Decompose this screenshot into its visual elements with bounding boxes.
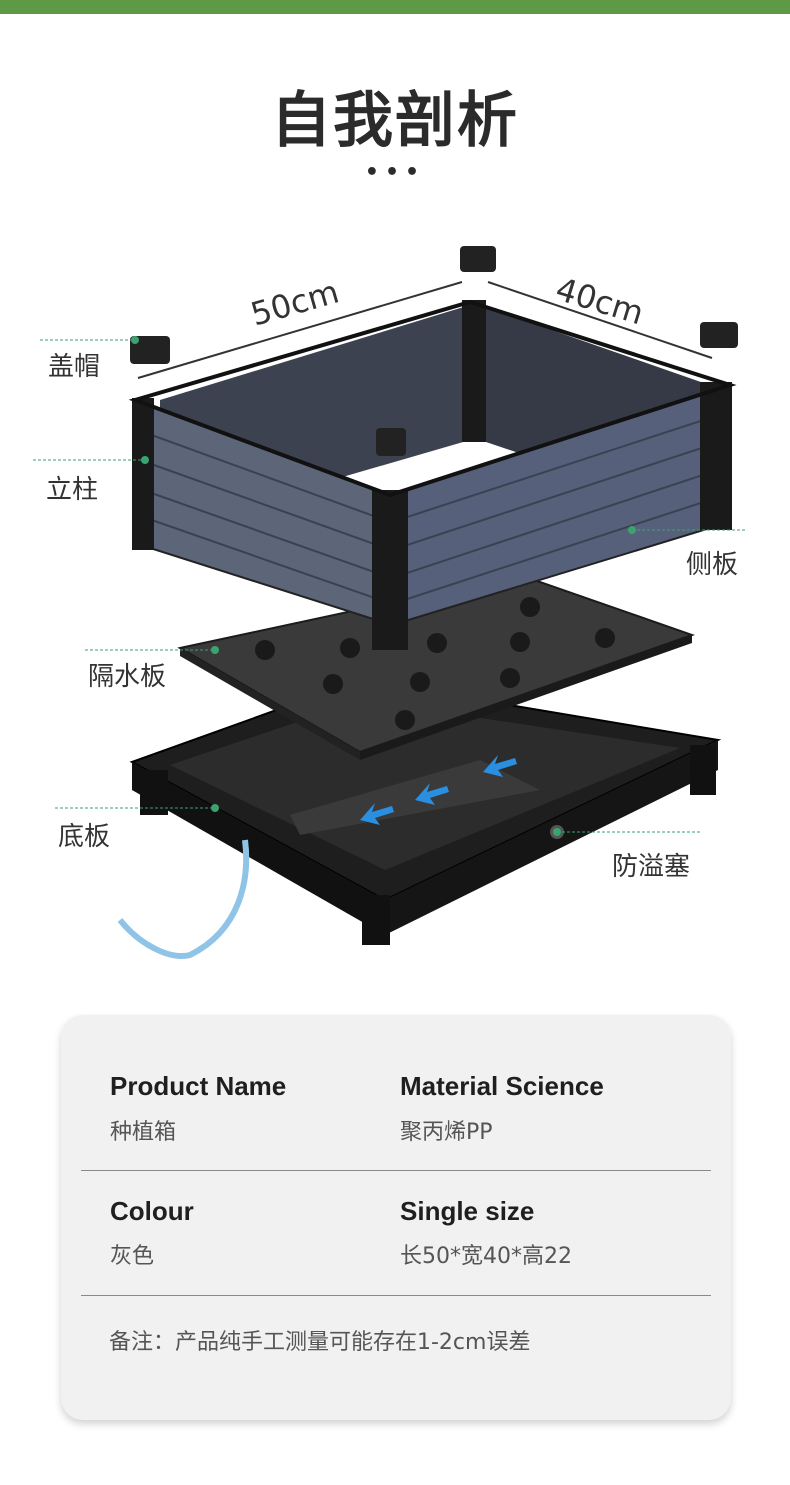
label-cap: 盖帽 xyxy=(48,352,101,382)
product-name-label: Product Name xyxy=(110,1071,287,1101)
colour-label: Colour xyxy=(110,1196,194,1226)
product-name-value: 种植箱 xyxy=(110,1120,177,1145)
label-base-plate: 底板 xyxy=(58,822,111,852)
planter-box xyxy=(128,299,737,650)
label-overflow-plug: 防溢塞 xyxy=(612,852,691,882)
flow-arrows xyxy=(360,755,517,825)
dimension-lines xyxy=(137,281,713,379)
water-stream-icon xyxy=(117,839,250,959)
leader-lines xyxy=(33,336,745,836)
caps xyxy=(130,246,738,456)
size-label: Single size xyxy=(400,1196,535,1226)
top-accent-bar xyxy=(0,0,790,14)
label-post: 立柱 xyxy=(46,475,99,505)
measurement-note: 备注：产品纯手工测量可能存在1-2cm误差 xyxy=(109,1330,531,1355)
divider xyxy=(81,1295,711,1296)
colour-value: 灰色 xyxy=(110,1244,155,1269)
divider xyxy=(81,1170,711,1171)
spec-card: Product Name 种植箱 Material Science 聚丙烯PP … xyxy=(61,1015,731,1420)
page-title: 自我剖析 xyxy=(271,86,519,156)
product-exploded-diagram xyxy=(33,246,745,959)
label-side-panel: 侧板 xyxy=(686,550,739,580)
label-water-separator: 隔水板 xyxy=(88,662,167,692)
material-label: Material Science xyxy=(400,1071,604,1101)
size-value: 长50*宽40*高22 xyxy=(400,1244,572,1269)
title-dots: ••• xyxy=(364,160,426,185)
material-value: 聚丙烯PP xyxy=(400,1120,493,1145)
